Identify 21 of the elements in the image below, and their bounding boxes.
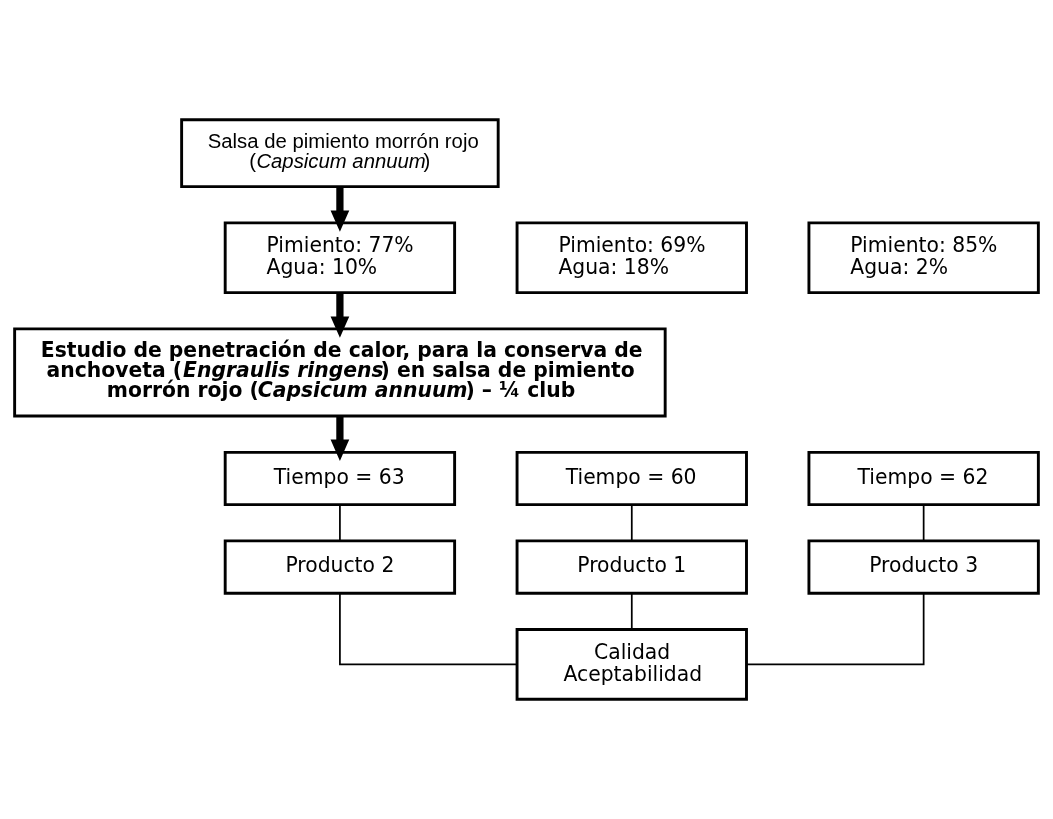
connector xyxy=(745,592,925,666)
connector xyxy=(630,504,633,542)
node-box: Tiempo = 60 xyxy=(515,450,748,507)
node-box: Tiempo = 62 xyxy=(807,450,1040,507)
node-box: Calidad Aceptabilidad xyxy=(515,628,748,701)
connector xyxy=(630,592,633,631)
node-box: Tiempo = 63 xyxy=(223,450,457,507)
arrow xyxy=(330,292,350,338)
node-box: Producto 2 xyxy=(223,539,457,595)
connector xyxy=(922,504,925,542)
node-box: Salsa de pimiento morrón rojo (Capsicum annuum) xyxy=(180,118,500,189)
connector xyxy=(339,592,518,666)
node-box: Estudio de penetración de calor, para la conserva de anchoveta (Engraulis ringens) en salsa de pimiento morrón rojo (Capsicum annuum) – ¼ club xyxy=(13,327,667,418)
node-box: Pimiento: 85% Agua: 2% xyxy=(807,221,1040,295)
connector xyxy=(339,504,341,542)
arrow xyxy=(330,186,350,232)
arrow xyxy=(330,416,350,461)
node-box: Producto 1 xyxy=(515,539,748,595)
node-box: Producto 3 xyxy=(807,539,1040,595)
node-box: Pimiento: 69% Agua: 18% xyxy=(515,221,748,295)
node-box: Pimiento: 77% Agua: 10% xyxy=(223,221,457,295)
